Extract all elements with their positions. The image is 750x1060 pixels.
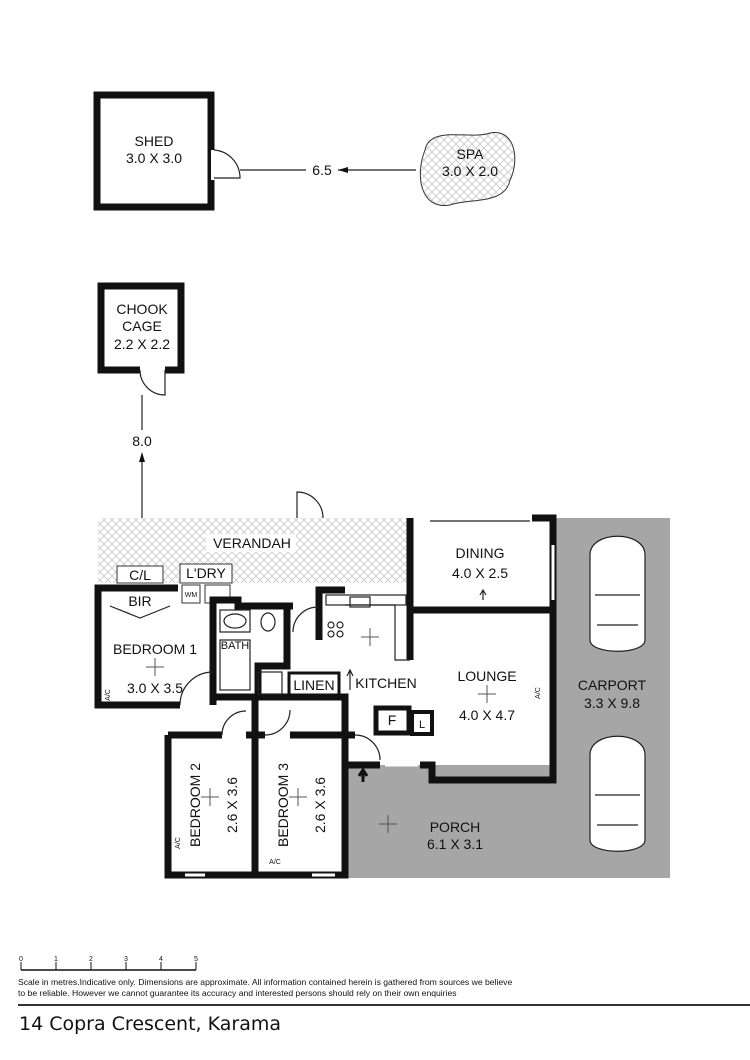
bedroom1-size: 3.0 X 3.5 [127, 680, 183, 696]
ceiling-fan-icon [146, 628, 496, 833]
svg-text:3: 3 [124, 956, 128, 963]
ac-label: A/C [105, 689, 112, 701]
svg-text:3.0 X 2.0: 3.0 X 2.0 [442, 163, 498, 179]
svg-text:VERANDAH: VERANDAH [213, 535, 291, 551]
floor-plan: SHED 3.0 X 3.0 6.5 SPA 3.0 X 2.0 CHOOK C… [19, 91, 670, 971]
bedroom3-label: BEDROOM 3 [275, 763, 291, 847]
svg-text:0: 0 [19, 956, 23, 963]
carport-size: 3.3 X 9.8 [584, 695, 640, 711]
svg-text:L'DRY: L'DRY [186, 565, 226, 581]
lounge-size: 4.0 X 4.7 [459, 707, 515, 723]
bath-label: BATH [221, 640, 250, 652]
bedroom2-label: BEDROOM 2 [187, 763, 203, 847]
ac-label: A/C [175, 837, 182, 849]
car-icon [589, 735, 646, 852]
svg-text:2: 2 [89, 956, 93, 963]
lounge-label: LOUNGE [457, 668, 516, 684]
bedroom1-label: BEDROOM 1 [113, 641, 197, 657]
ac-label: A/C [269, 859, 281, 866]
porch-label: PORCH [430, 819, 481, 835]
shed: SHED 3.0 X 3.0 [93, 91, 241, 211]
bedroom3-size: 2.6 X 3.6 [312, 777, 328, 833]
dining-label: DINING [456, 545, 505, 561]
fixtures [109, 520, 555, 877]
cage-to-verandah-dimension: 8.0 [132, 395, 152, 518]
svg-text:8.0: 8.0 [132, 433, 152, 449]
chook-cage: CHOOK CAGE 2.2 X 2.2 [97, 282, 185, 396]
shed-to-spa-dimension: 6.5 [240, 162, 416, 178]
verandah: VERANDAH C/L L'DRY WM [98, 491, 410, 604]
svg-text:CAGE: CAGE [122, 318, 162, 334]
shed-size: 3.0 X 3.0 [126, 150, 182, 166]
bedroom2-size: 2.6 X 3.6 [224, 777, 240, 833]
kitchen-label: KITCHEN [355, 675, 416, 691]
property-address: 14 Copra Crescent, Karama [19, 1013, 281, 1035]
svg-text:4: 4 [159, 956, 163, 963]
svg-text:5: 5 [194, 956, 198, 963]
dining-size: 4.0 X 2.5 [452, 565, 508, 581]
svg-text:C/L: C/L [129, 567, 151, 583]
carport-label: CARPORT [578, 677, 647, 693]
bir-label: BIR [128, 593, 151, 609]
porch-size: 6.1 X 3.1 [427, 836, 483, 852]
svg-text:WM: WM [185, 592, 198, 599]
svg-text:SPA: SPA [457, 146, 485, 162]
house-walls [94, 514, 557, 879]
linen-label: LINEN [293, 677, 334, 693]
shed-label: SHED [135, 133, 174, 149]
car-icon [589, 535, 646, 652]
svg-text:CHOOK: CHOOK [116, 301, 168, 317]
svg-text:1: 1 [54, 956, 58, 963]
svg-text:6.5: 6.5 [312, 162, 332, 178]
spa: SPA 3.0 X 2.0 [419, 132, 516, 206]
fridge-label: F [388, 712, 397, 728]
svg-text:2.2 X 2.2: 2.2 X 2.2 [114, 336, 170, 352]
scale-bar: 0 1 2 3 4 5 [19, 956, 198, 971]
porch-area [345, 765, 553, 878]
l-label: L [419, 719, 425, 731]
disclaimer: Scale in metres.Indicative only. Dimensi… [18, 977, 513, 998]
divider [18, 1004, 750, 1006]
ac-label: A/C [535, 687, 542, 699]
